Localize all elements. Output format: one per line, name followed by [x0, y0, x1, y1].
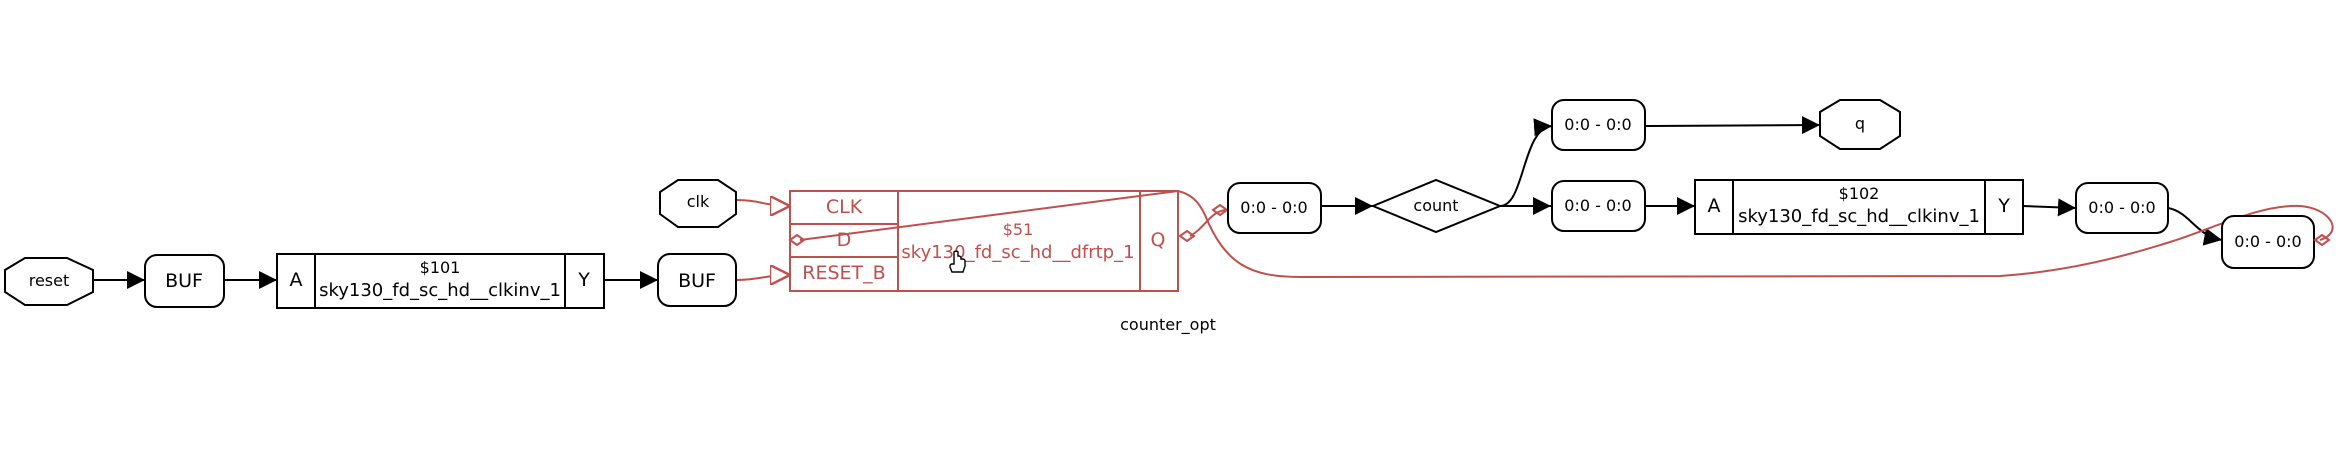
port-clk: clk [659, 179, 737, 228]
cell-51-pin-q: Q [1151, 229, 1166, 251]
net-count: count [1370, 178, 1503, 234]
cell-102-pin-y: Y [1997, 195, 2010, 217]
port-q: q [1819, 99, 1901, 150]
wire-split-feedback [2167, 207, 2223, 246]
cell-51-pin-d: D [837, 229, 852, 251]
split-top: 0:0 - 0:0 [1551, 99, 1646, 151]
split-inv-out-label: 0:0 - 0:0 [2088, 198, 2155, 217]
diagram-title: counter_opt [1120, 315, 1216, 335]
split-feedback: 0:0 - 0:0 [2221, 215, 2315, 269]
cell-51-pin-clk: CLK [826, 196, 863, 218]
net-count-label: count [1413, 196, 1458, 215]
hand-cursor-icon [949, 250, 966, 273]
cell-102-type: sky130_fd_sc_hd__clkinv_1 [1738, 206, 1980, 227]
split-top-label: 0:0 - 0:0 [1564, 115, 1631, 134]
cell-102-id: $102 [1839, 184, 1880, 203]
split-mid-label: 0:0 - 0:0 [1564, 196, 1631, 215]
wire-cell102-split [2022, 198, 2077, 217]
port-reset: reset [4, 257, 94, 306]
cell-51-pin-reset-b: RESET_B [802, 262, 885, 284]
port-reset-label: reset [29, 271, 70, 290]
cell-51-d-marker [788, 233, 806, 247]
buffer-1: BUF [144, 254, 225, 308]
cell-51-q-marker [1178, 229, 1196, 243]
buffer-2: BUF [657, 253, 737, 307]
split-feedback-label: 0:0 - 0:0 [2234, 232, 2301, 251]
cell-51-id: $51 [1003, 220, 1034, 239]
wire-feedback-d [799, 190, 1179, 241]
wire-count-split-top [1499, 118, 1553, 207]
buffer-1-label: BUF [165, 270, 203, 292]
split-dff-q-text: 0:0 - 0:0 [1240, 198, 1307, 217]
port-clk-label: clk [687, 192, 710, 211]
cell-102-pin-a: A [1708, 195, 1721, 217]
buffer-2-label: BUF [678, 270, 716, 292]
split-dff-q-box [1227, 182, 1322, 234]
wire-clk-dff [735, 200, 790, 206]
split-marker-feedback [2313, 233, 2331, 247]
cell-101: A $101 sky130_fd_sc_hd__clkinv_1 Y [276, 253, 605, 309]
cell-51-type: sky130_fd_sc_hd__dfrtp_1 [901, 242, 1134, 263]
wire-feedback-loop [1177, 190, 2334, 279]
wire-buf2-reset-b [735, 275, 790, 280]
port-q-label: q [1855, 114, 1865, 133]
wire-split-top-q [1644, 116, 1821, 135]
split-mid: 0:0 - 0:0 [1551, 180, 1646, 232]
cell-101-type: sky130_fd_sc_hd__clkinv_1 [319, 280, 561, 301]
cell-51-dff: CLK D RESET_B $51 sky130_fd_sc_hd__dfrtp… [788, 190, 1196, 292]
cell-101-id: $101 [420, 258, 461, 277]
cell-101-pin-y: Y [577, 269, 590, 291]
cell-102: A $102 sky130_fd_sc_hd__clkinv_1 Y [1694, 179, 2024, 235]
cell-101-pin-a: A [290, 269, 303, 291]
split-inv-out: 0:0 - 0:0 [2075, 182, 2169, 234]
